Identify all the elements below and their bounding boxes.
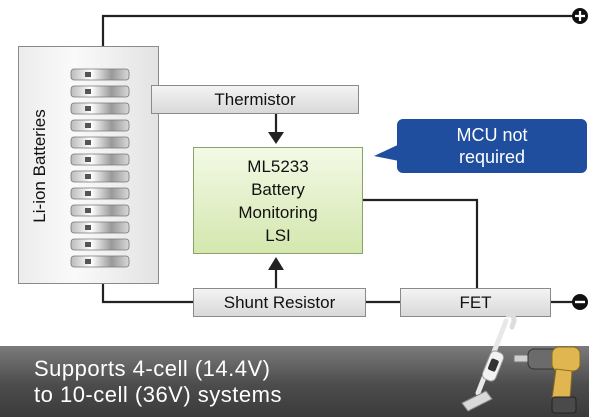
battery-cell-mark [85, 259, 91, 264]
callout-pointer [374, 142, 404, 162]
battery-cell-mark [85, 208, 91, 213]
arrow-shunt-to-lsi [268, 257, 284, 288]
battery-cell-mark [85, 106, 91, 111]
battery-label: Li-ion Batteries [30, 109, 49, 223]
battery-cell [70, 136, 130, 149]
mcu-callout: MCU not required [397, 119, 587, 173]
battery-cell [70, 204, 130, 217]
vacuum-cleaner-icon [461, 312, 517, 412]
positive-terminal-icon [572, 8, 588, 24]
battery-cell [70, 102, 130, 115]
top-wire [101, 14, 580, 46]
battery-cell-mark [85, 140, 91, 145]
battery-cell-mark [85, 72, 91, 77]
battery-cell [70, 153, 130, 166]
battery-cell-mark [85, 123, 91, 128]
lsi-line: LSI [265, 225, 291, 245]
banner-line: to 10-cell (36V) systems [34, 382, 282, 407]
battery-cell-mark [85, 191, 91, 196]
banner-line: Supports 4-cell (14.4V) [34, 356, 271, 381]
battery-cell [70, 255, 130, 268]
lsi-line: ML5233 [247, 156, 309, 176]
lsi-line: Battery [251, 179, 305, 199]
battery-cell [70, 238, 130, 251]
shunt-resistor-box: Shunt Resistor [193, 288, 366, 317]
banner-text: Supports 4-cell (14.4V) to 10-cell (36V)… [34, 356, 282, 408]
lsi-line: Monitoring [238, 202, 318, 222]
battery-cell-mark [85, 242, 91, 247]
battery-cell-mark [85, 89, 91, 94]
thermistor-box: Thermistor [151, 85, 359, 114]
battery-cell [70, 85, 130, 98]
battery-cells-icon [70, 68, 130, 268]
battery-cell [70, 119, 130, 132]
battery-pack [18, 46, 159, 284]
battery-cell [70, 221, 130, 234]
negative-terminal-icon [572, 294, 588, 310]
lsi-box: ML5233 Battery Monitoring LSI [193, 147, 363, 254]
fet-box: FET [400, 288, 551, 317]
battery-cell [70, 187, 130, 200]
battery-cell-mark [85, 157, 91, 162]
callout-line: MCU not [456, 125, 528, 145]
arrow-thermistor-to-lsi [268, 114, 284, 144]
battery-cell-mark [85, 174, 91, 179]
lsi-to-fet-wire [363, 198, 479, 288]
callout-line: required [458, 147, 526, 167]
power-drill-icon [513, 346, 581, 414]
battery-cell [70, 68, 130, 81]
battery-cell-mark [85, 225, 91, 230]
battery-cell [70, 170, 130, 183]
